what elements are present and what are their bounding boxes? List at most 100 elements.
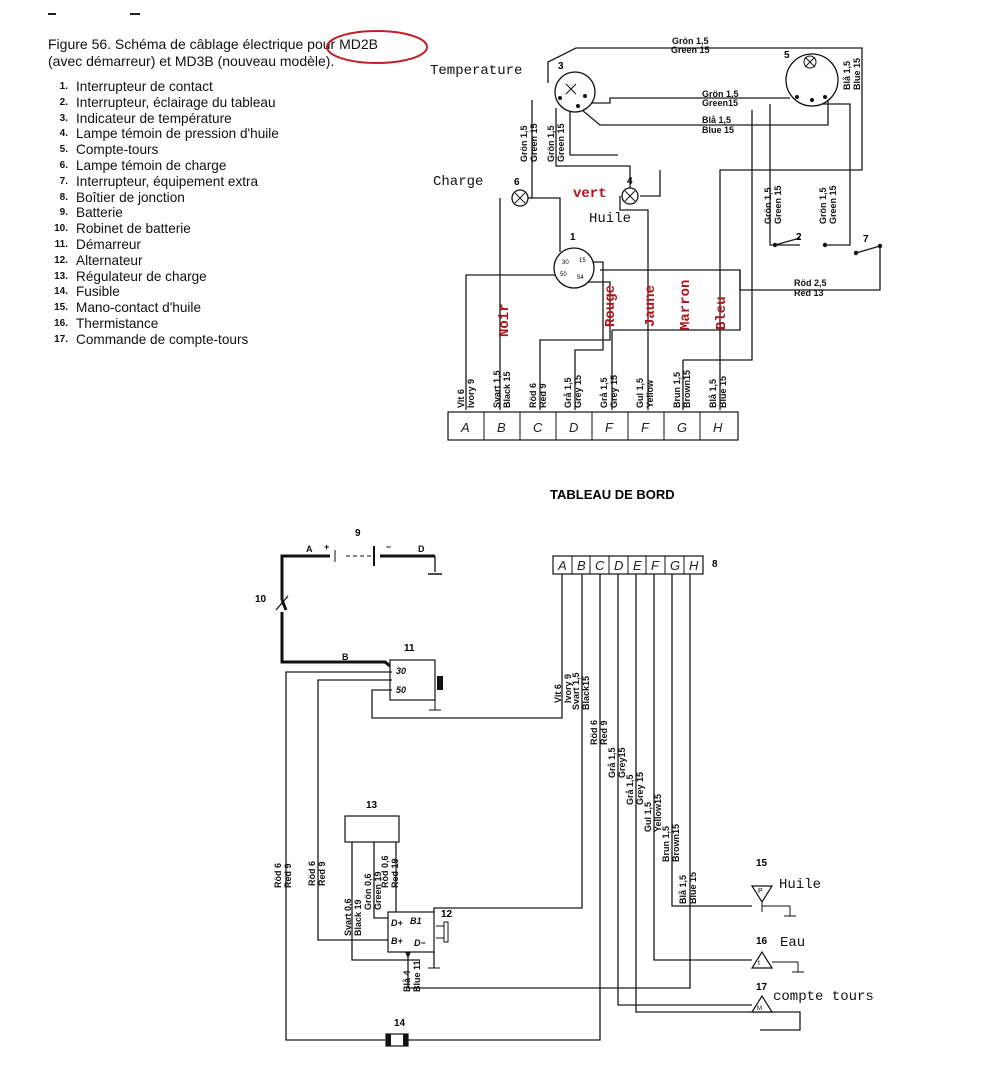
svg-text:t: t: [758, 960, 760, 967]
legend-item: 8.Boîtier de jonction: [59, 189, 185, 205]
component-number: 15: [756, 858, 768, 869]
wire-label: Grå 1,5: [599, 377, 609, 408]
annotation-huile-lower: Huile: [779, 877, 821, 893]
terminal-label: G: [677, 420, 687, 435]
wire-label: Blå 4: [402, 970, 412, 992]
annotation-compte-tours: compte tours: [773, 989, 874, 1005]
wire-label: Green 19: [373, 871, 383, 910]
starter-terminal: 30: [396, 666, 406, 676]
legend-item: 11.Démarreur: [54, 236, 141, 252]
terminal-label: C: [595, 558, 605, 573]
terminal-label: A: [460, 420, 470, 435]
wire-label: Röd 6: [307, 861, 317, 886]
wire-label: Yellow: [645, 379, 655, 408]
wire-label: Red 9: [599, 720, 609, 745]
legend-item: 4.Lampe témoin de pression d'huile: [59, 126, 279, 142]
battery-label: A: [306, 544, 313, 554]
component-number: 6: [514, 177, 520, 188]
legend-item: 2.Interrupteur, éclairage du tableau: [59, 94, 276, 110]
wire-label: Ivory 9: [466, 379, 476, 408]
wire-label: Grön 1,5: [818, 187, 828, 224]
wire-label: Red 19: [390, 858, 400, 888]
wire-label: Grön 1,5: [763, 187, 773, 224]
annotation-marron: Marron: [678, 280, 694, 330]
wire-label: Röd 6: [528, 383, 538, 408]
terminal-label: H: [713, 420, 723, 435]
annotation-rouge: Rouge: [603, 285, 619, 327]
wire-label: Vit 6: [456, 389, 466, 408]
wire-label: Blå 1,5: [702, 115, 731, 125]
wire-label: Blå 1,5: [842, 61, 852, 90]
section-title: TABLEAU DE BORD: [550, 487, 675, 502]
terminal-label: G: [670, 558, 680, 573]
thermistor-icon: [750, 950, 774, 969]
wire-label: Brown15: [682, 370, 692, 408]
wire-label: Red 13: [794, 288, 824, 298]
component-number: 3: [558, 61, 564, 72]
terminal-label: A: [557, 558, 567, 573]
battery-label: +: [324, 542, 329, 552]
wire-label: Blue 15: [852, 58, 862, 90]
figure-caption: Figure 56. Schéma de câblage électrique …: [48, 36, 448, 70]
wire-label: Green 15: [773, 185, 783, 224]
wire-label: Brown15: [671, 824, 681, 862]
wire-label: Grön 1,5: [546, 125, 556, 162]
component-number: 1: [570, 232, 576, 243]
annotation-jaune: Jaune: [643, 285, 659, 327]
wire-label: Grey15: [617, 747, 627, 778]
wire-label: Svart 0,6: [343, 898, 353, 936]
caption-line-2: (avec démarreur) et MD3B (nouveau modèle…: [48, 53, 335, 69]
wire-label: Brun 1,5: [661, 826, 671, 862]
component-number: 4: [627, 176, 633, 187]
annotation-temperature: Temperature: [430, 63, 522, 79]
terminal-label: D: [569, 420, 578, 435]
wire-label: Gul 1,5: [643, 802, 653, 832]
component-number: 7: [863, 234, 869, 245]
component-number: 8: [712, 559, 718, 570]
wire-label: Green 15: [529, 123, 539, 162]
engine-wiring: A B C D E F G H 8 9 A + − D 10 B 30 50: [255, 528, 874, 1047]
component-number: 14: [394, 1018, 406, 1029]
wire-label: Grå 1,5: [625, 774, 635, 805]
alternator-terminal: D+: [391, 918, 403, 928]
battery-label: −: [386, 542, 391, 552]
wire-label: Green15: [702, 98, 738, 108]
wire-label: Gul 1,5: [635, 378, 645, 408]
annotation-charge: Charge: [433, 174, 483, 190]
ignition-switch-icon: [553, 247, 595, 289]
wire-label: Röd 2,5: [794, 278, 827, 288]
terminal-label: E: [633, 558, 642, 573]
component-legend: 1.Interrupteur de contact 2.Interrupteur…: [48, 79, 279, 348]
highlight-circle: [326, 30, 428, 64]
component-number: 2: [796, 232, 802, 243]
oil-pressure-sensor-icon: [750, 885, 774, 904]
wire-label: Blue 15: [688, 872, 698, 904]
junction-box: A B C D E F G H: [552, 555, 704, 575]
wire-label: Grey 15: [573, 375, 583, 408]
legend-item: 9.Batterie: [59, 205, 123, 221]
legend-item: 1.Interrupteur de contact: [59, 79, 213, 94]
wire-label: Blå 1,5: [678, 875, 688, 904]
svg-text:30: 30: [562, 260, 569, 266]
annotation-huile: Huile: [589, 211, 631, 227]
alternator-icon: [387, 911, 435, 953]
wire-label: Grön 1,5: [702, 89, 739, 99]
component-number: 13: [366, 800, 378, 811]
battery-label: B: [342, 652, 349, 662]
legend-item: 15.Mano-contact d'huile: [54, 300, 202, 316]
legend-item: 5.Compte-tours: [59, 142, 159, 158]
wire-label: Green 15: [828, 185, 838, 224]
wire-label: Red 9: [538, 383, 548, 408]
wire-label: Röd 0,6: [380, 855, 390, 888]
wire-label: Black15: [581, 676, 591, 710]
component-number: 16: [756, 936, 768, 947]
annotation-eau: Eau: [780, 935, 805, 951]
wire-label: Blå 1,5: [708, 379, 718, 408]
tachometer-sender-icon: [750, 994, 774, 1013]
wire-label: Green 15: [671, 45, 710, 55]
wire-label: Svart 1,5: [492, 370, 502, 408]
wire-label: Green 15: [556, 123, 566, 162]
component-number: 12: [441, 909, 453, 920]
terminal-label: F: [605, 420, 614, 435]
